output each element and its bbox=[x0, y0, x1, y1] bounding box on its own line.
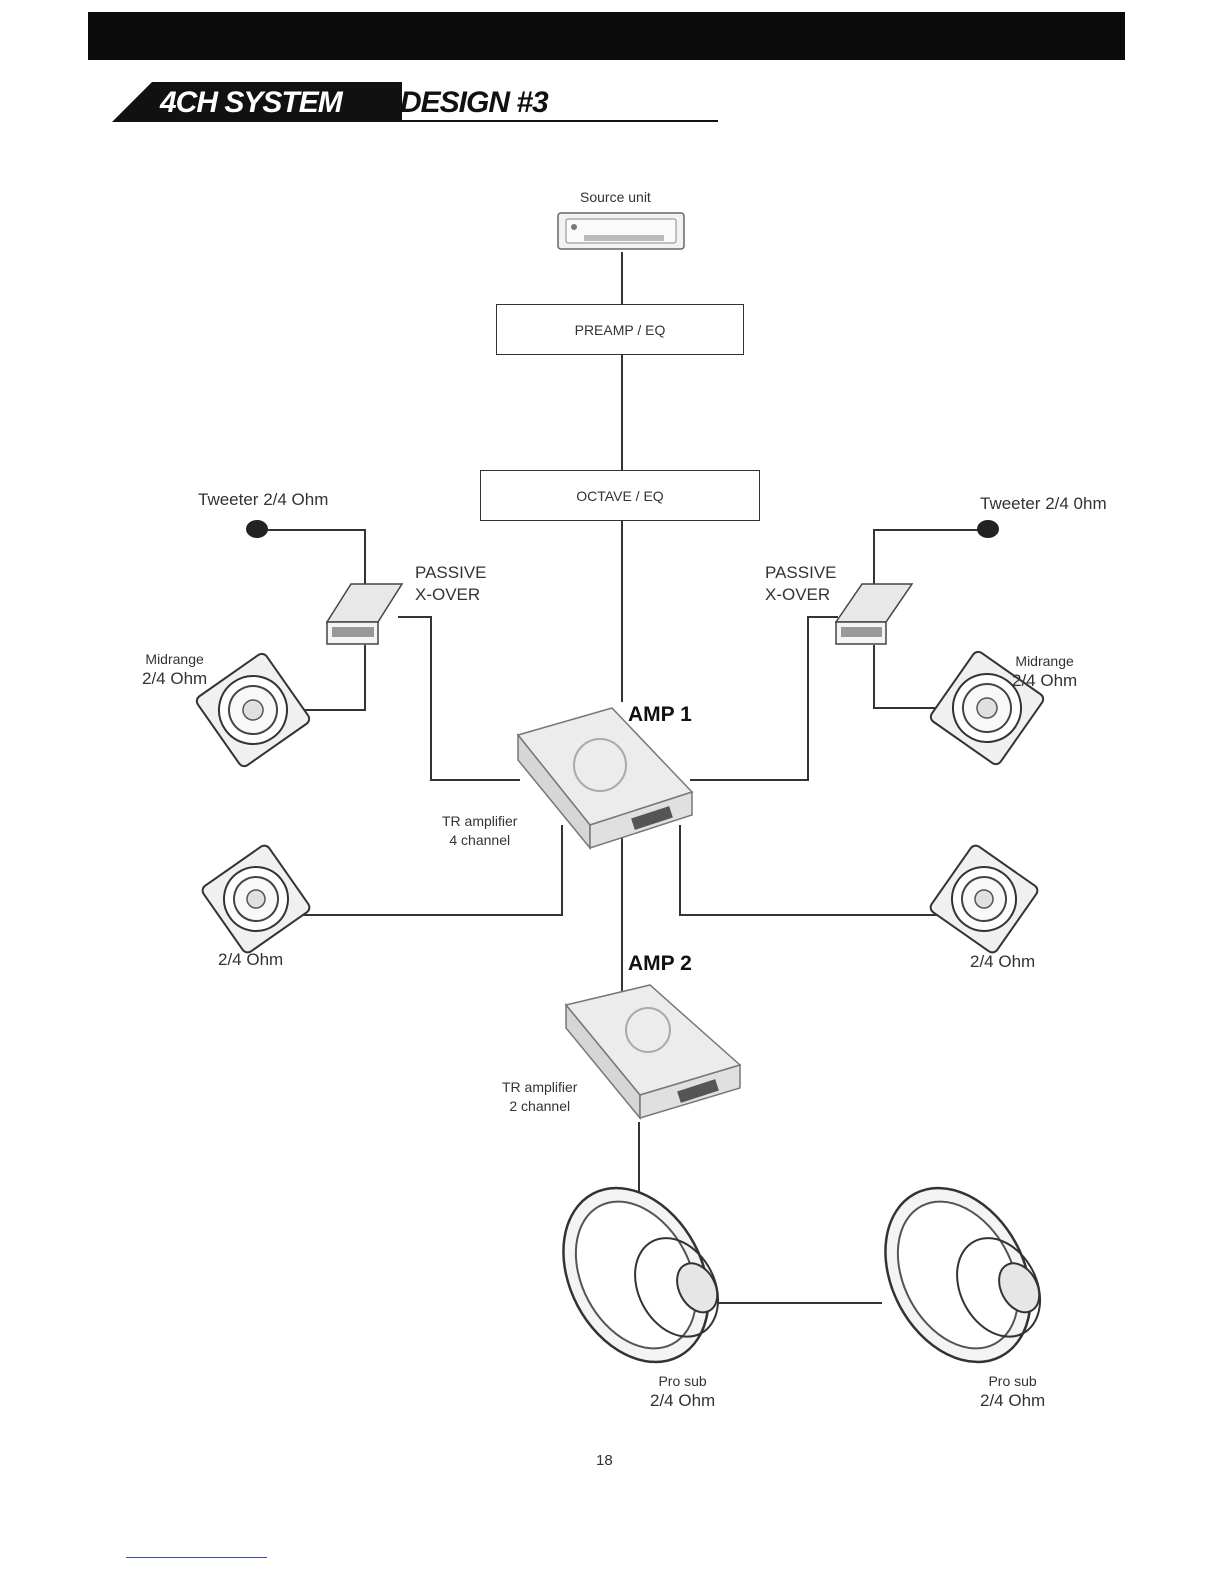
wire-tweeter-left bbox=[262, 530, 365, 585]
xover-left-line1: PASSIVE bbox=[415, 562, 487, 584]
xover-left-label: PASSIVE X-OVER bbox=[415, 562, 487, 606]
midrange-left-icon bbox=[195, 652, 312, 769]
wire-xover-right-amp bbox=[690, 617, 838, 780]
amp1-desc: TR amplifier 4 channel bbox=[442, 812, 517, 850]
amp2-desc: TR amplifier 2 channel bbox=[502, 1078, 577, 1116]
wire-tweeter-right bbox=[874, 530, 978, 585]
xover-right-line2: X-OVER bbox=[765, 584, 837, 606]
preamp-eq-box: PREAMP / EQ bbox=[496, 304, 744, 355]
rear-right-speaker-icon bbox=[928, 843, 1039, 954]
rear-left-label: 2/4 Ohm bbox=[218, 950, 283, 970]
sub-right-line1: Pro sub bbox=[980, 1372, 1045, 1391]
tweeter-right-label: Tweeter 2/4 0hm bbox=[980, 494, 1107, 514]
rear-left-speaker-icon bbox=[200, 843, 311, 954]
amp2-desc-line1: TR amplifier bbox=[502, 1078, 577, 1097]
rear-right-label: 2/4 Ohm bbox=[970, 952, 1035, 972]
amp1-icon bbox=[518, 708, 692, 848]
wire-midrange-left bbox=[300, 645, 365, 710]
sub-left-label: Pro sub 2/4 Ohm bbox=[650, 1372, 715, 1410]
amp2-desc-line2: 2 channel bbox=[502, 1097, 577, 1116]
midrange-left-line2: 2/4 Ohm bbox=[142, 669, 207, 688]
midrange-right-label: Midrange 2/4 Ohm bbox=[1012, 652, 1077, 690]
wire-rear-right bbox=[680, 825, 945, 915]
sub-left-icon bbox=[535, 1162, 740, 1387]
wire-midrange-right bbox=[874, 645, 948, 708]
sub-right-icon bbox=[857, 1162, 1062, 1387]
amp1-label: AMP 1 bbox=[628, 703, 692, 727]
footer-rule bbox=[126, 1557, 267, 1558]
midrange-left-line1: Midrange bbox=[142, 650, 207, 669]
midrange-left-label: Midrange 2/4 Ohm bbox=[142, 650, 207, 688]
sub-left-line1: Pro sub bbox=[650, 1372, 715, 1391]
page-number: 18 bbox=[596, 1452, 613, 1469]
sub-right-line2: 2/4 Ohm bbox=[980, 1391, 1045, 1410]
tweeter-right-icon bbox=[977, 520, 999, 538]
sub-right-label: Pro sub 2/4 Ohm bbox=[980, 1372, 1045, 1410]
xover-right-icon bbox=[836, 584, 912, 644]
source-unit-label: Source unit bbox=[580, 189, 651, 205]
midrange-right-line1: Midrange bbox=[1012, 652, 1077, 671]
wire-xover-left-amp bbox=[398, 617, 520, 780]
amp1-desc-line1: TR amplifier bbox=[442, 812, 517, 831]
amp2-label: AMP 2 bbox=[628, 952, 692, 976]
xover-right-label: PASSIVE X-OVER bbox=[765, 562, 837, 606]
xover-left-line2: X-OVER bbox=[415, 584, 487, 606]
amp2-icon bbox=[566, 985, 740, 1118]
source-unit-icon bbox=[558, 213, 684, 249]
octave-eq-box: OCTAVE / EQ bbox=[480, 470, 760, 521]
xover-right-line1: PASSIVE bbox=[765, 562, 837, 584]
wire-rear-left bbox=[296, 825, 562, 915]
midrange-right-line2: 2/4 Ohm bbox=[1012, 671, 1077, 690]
sub-left-line2: 2/4 Ohm bbox=[650, 1391, 715, 1410]
xover-left-icon bbox=[327, 584, 402, 644]
amp1-desc-line2: 4 channel bbox=[442, 831, 517, 850]
tweeter-left-icon bbox=[246, 520, 268, 538]
tweeter-left-label: Tweeter 2/4 Ohm bbox=[198, 490, 328, 510]
